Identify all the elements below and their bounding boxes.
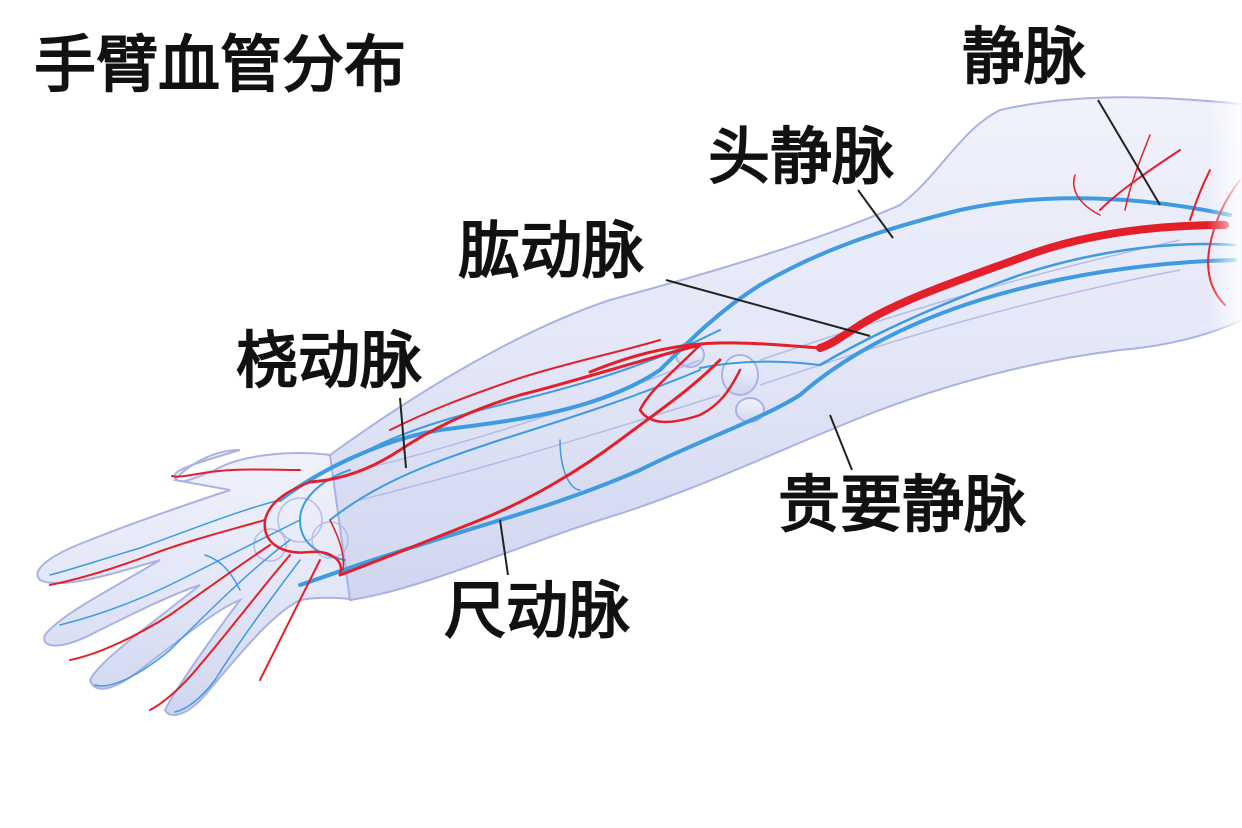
figure-title: 手臂血管分布 bbox=[34, 28, 407, 101]
leader-radial-artery bbox=[399, 397, 407, 469]
leader-brachial-artery bbox=[665, 279, 871, 337]
leader-vein bbox=[1097, 99, 1161, 206]
label-ulnar-artery: 尺动脉 bbox=[444, 574, 631, 647]
label-radial-artery: 桡动脉 bbox=[236, 324, 423, 397]
leader-lines bbox=[399, 99, 1161, 576]
label-basilic-vein: 贵要静脉 bbox=[778, 468, 1027, 541]
label-vein: 静脉 bbox=[962, 20, 1087, 93]
label-brachial-artery: 肱动脉 bbox=[458, 214, 645, 287]
label-cephalic-vein: 头静脉 bbox=[708, 120, 895, 193]
leader-ulnar-artery bbox=[499, 519, 509, 576]
radial-artery bbox=[308, 343, 702, 484]
ulnar-artery bbox=[338, 358, 722, 577]
leader-basilic-vein bbox=[829, 414, 853, 471]
leader-cephalic-vein bbox=[857, 189, 894, 239]
right-edge-fade bbox=[1050, 90, 1242, 350]
